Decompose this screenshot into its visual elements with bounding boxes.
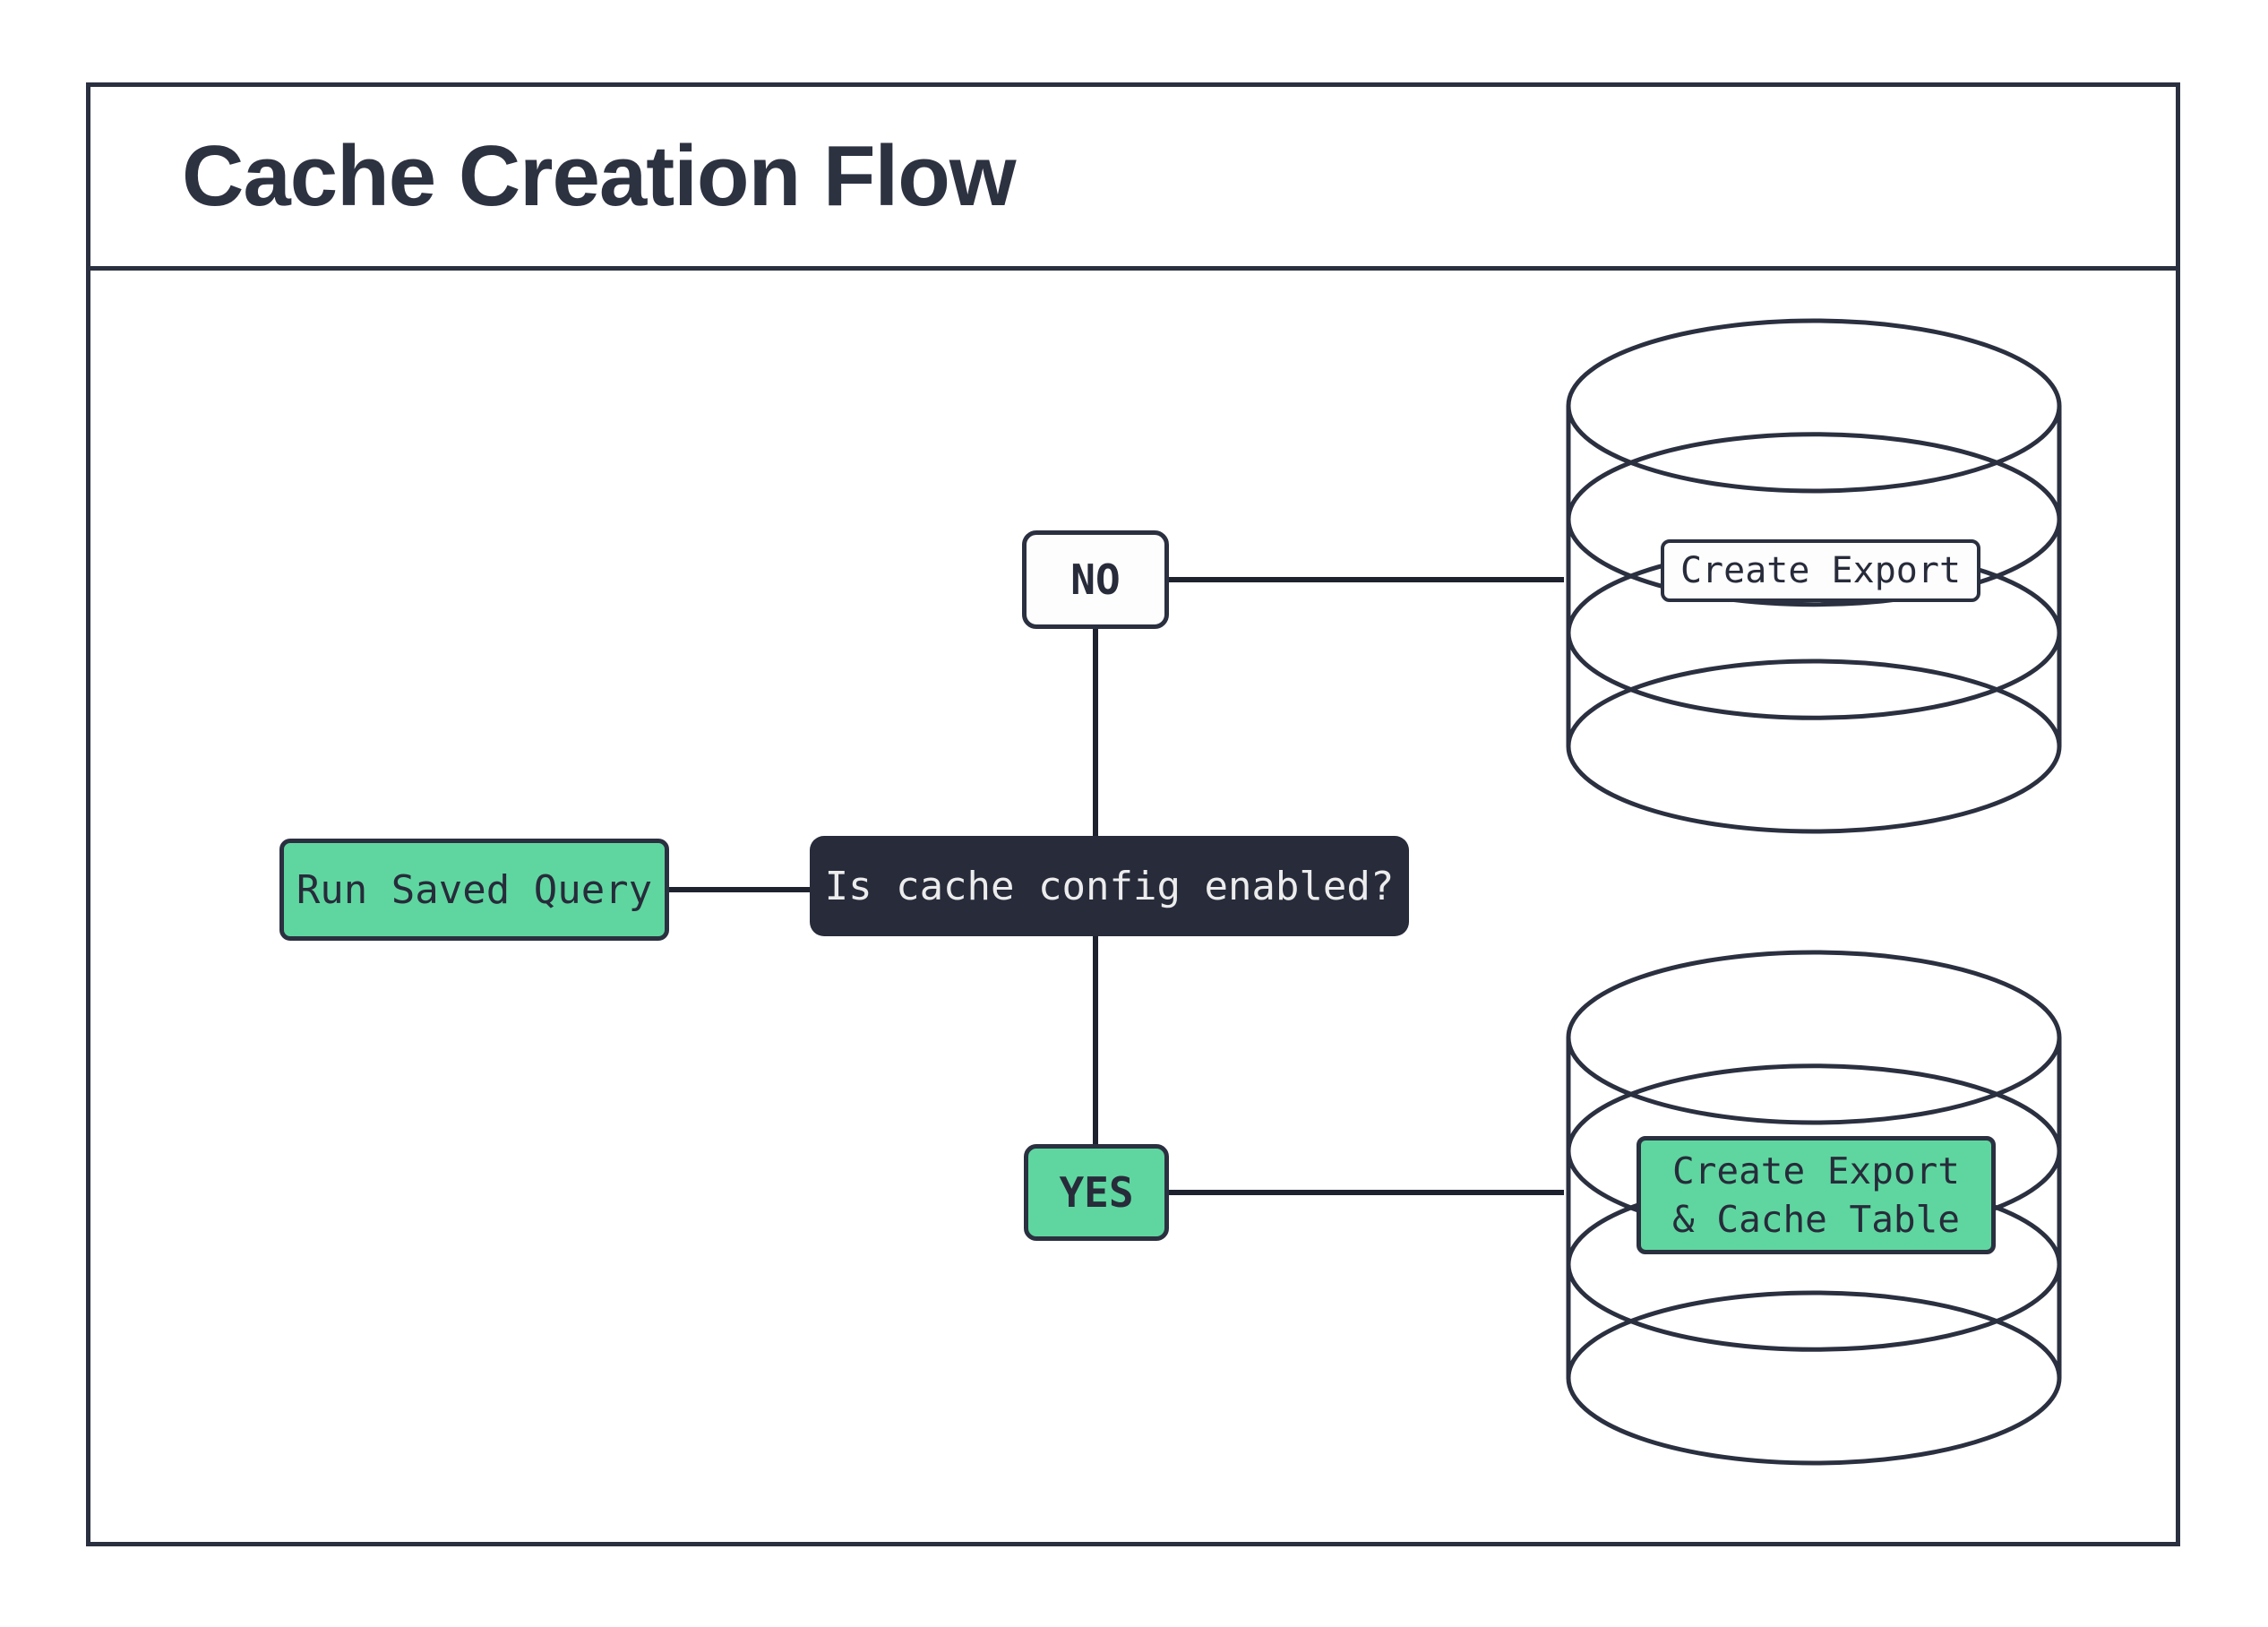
page-title: Cache Creation Flow — [182, 128, 1016, 224]
connector-run-to-decision — [669, 887, 810, 892]
connector-no-to-decision — [1093, 629, 1098, 836]
node-branch-yes: YES — [1024, 1144, 1169, 1241]
flowchart-canvas: Run Saved Query Is cache config enabled?… — [90, 275, 2176, 1542]
flowchart-frame: Cache Creation Flow — [86, 82, 2180, 1546]
label-create-export-cache-line1: Create Export — [1672, 1149, 1960, 1192]
label-create-export-cache-line2: & Cache Table — [1672, 1198, 1960, 1241]
title-bar: Cache Creation Flow — [90, 87, 2176, 271]
node-branch-no-label: NO — [1070, 555, 1121, 604]
node-decision-label: Is cache config enabled? — [824, 863, 1395, 909]
connector-no-to-database — [1169, 577, 1564, 582]
connector-yes-to-database — [1169, 1190, 1564, 1195]
label-create-export-text: Create Export — [1680, 550, 1962, 591]
node-branch-no: NO — [1022, 530, 1169, 629]
label-create-export-cache-table: Create Export & Cache Table — [1637, 1136, 1996, 1254]
label-create-export: Create Export — [1661, 539, 1980, 602]
node-decision-cache-config: Is cache config enabled? — [810, 836, 1409, 936]
node-branch-yes-label: YES — [1059, 1168, 1134, 1217]
connector-decision-to-yes — [1093, 936, 1098, 1144]
node-run-saved-query-label: Run Saved Query — [296, 866, 653, 913]
node-run-saved-query: Run Saved Query — [279, 839, 669, 941]
